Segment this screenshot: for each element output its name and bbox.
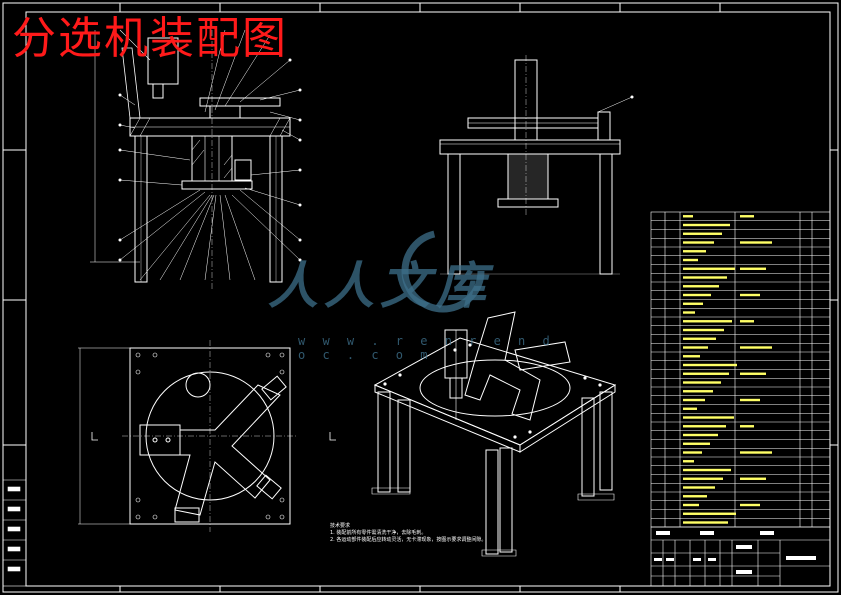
watermark-logo-icon (401, 229, 485, 313)
title-block (650, 526, 831, 587)
parts-row-text-mark (683, 276, 727, 279)
parts-row-text-mark (683, 250, 706, 253)
parts-row-text-mark (683, 241, 714, 244)
parts-row-material-mark (740, 372, 766, 375)
parts-row-material-mark (740, 267, 766, 270)
technical-notes: 技术要求 1. 装配前所有零件需清洗干净，去除毛刺。 2. 各运动部件装配后应转… (330, 523, 486, 544)
parts-row-material-mark (740, 425, 754, 428)
parts-row-text-mark (683, 355, 700, 358)
watermark-text: 人人文库 (268, 256, 492, 315)
parts-row-text-mark (683, 363, 737, 367)
parts-row-material-mark (740, 293, 760, 297)
parts-row-text-mark (683, 521, 728, 524)
notes-line: 1. 装配前所有零件需清洗干净，去除毛刺。 (330, 530, 427, 536)
parts-row-text-mark (683, 293, 711, 297)
parts-row-text-mark (683, 477, 723, 480)
parts-row-text-mark (683, 486, 715, 489)
side-label-strip (2, 444, 27, 587)
parts-row-text-mark (683, 337, 716, 340)
parts-row-material-mark (740, 346, 772, 349)
parts-row-text-mark (683, 320, 732, 323)
parts-row-text-mark (683, 425, 726, 428)
front-section-view (90, 29, 302, 290)
parts-row-text-mark (683, 328, 724, 332)
parts-row-material-mark (740, 215, 754, 218)
parts-row-material-mark (740, 241, 772, 244)
parts-row-text-mark (683, 311, 695, 314)
parts-row-text-mark (683, 215, 693, 218)
parts-row-text-mark (683, 372, 729, 375)
parts-row-text-mark (683, 390, 713, 393)
parts-row-text-mark (683, 495, 707, 498)
parts-row-text-mark (683, 416, 734, 419)
parts-row-material-mark (740, 503, 760, 507)
parts-row-text-mark (683, 398, 705, 402)
parts-row-text-mark (683, 442, 710, 445)
parts-row-material-mark (740, 451, 772, 454)
parts-row-text-mark (683, 232, 722, 235)
parts-row-text-mark (683, 433, 718, 437)
parts-row-text-mark (683, 407, 697, 410)
parts-row-material-mark (740, 320, 754, 323)
parts-row-text-mark (683, 258, 698, 262)
parts-row-text-mark (683, 451, 702, 454)
parts-row-text-mark (683, 267, 735, 270)
parts-row-text-mark (683, 503, 699, 507)
parts-row-text-mark (683, 346, 708, 349)
parts-row-material-mark (740, 477, 766, 480)
side-view (439, 55, 634, 275)
parts-row-text-mark (683, 285, 719, 288)
page-title: 分选机装配图 (12, 13, 288, 64)
notes-line: 2. 各运动部件装配后应转动灵活，无卡滞现象，按图示要求调整间隙。 (330, 537, 487, 543)
parts-row-text-mark (683, 302, 703, 305)
parts-row-text-mark (683, 512, 736, 515)
parts-row-text-mark (683, 381, 721, 384)
parts-row-text-mark (683, 460, 694, 463)
isometric-view (371, 311, 617, 557)
parts-row-material-mark (740, 398, 760, 402)
watermark: 人人文库 w w w . r e n r e n d o c . c o m (268, 226, 568, 362)
parts-row-text-mark (683, 468, 731, 472)
parts-row-text-mark (683, 223, 730, 227)
parts-list (650, 211, 831, 528)
notes-heading: 技术要求 (330, 523, 351, 529)
watermark-url: w w w . r e n r e n d o c . c o m (298, 334, 555, 362)
plan-view (78, 340, 336, 532)
